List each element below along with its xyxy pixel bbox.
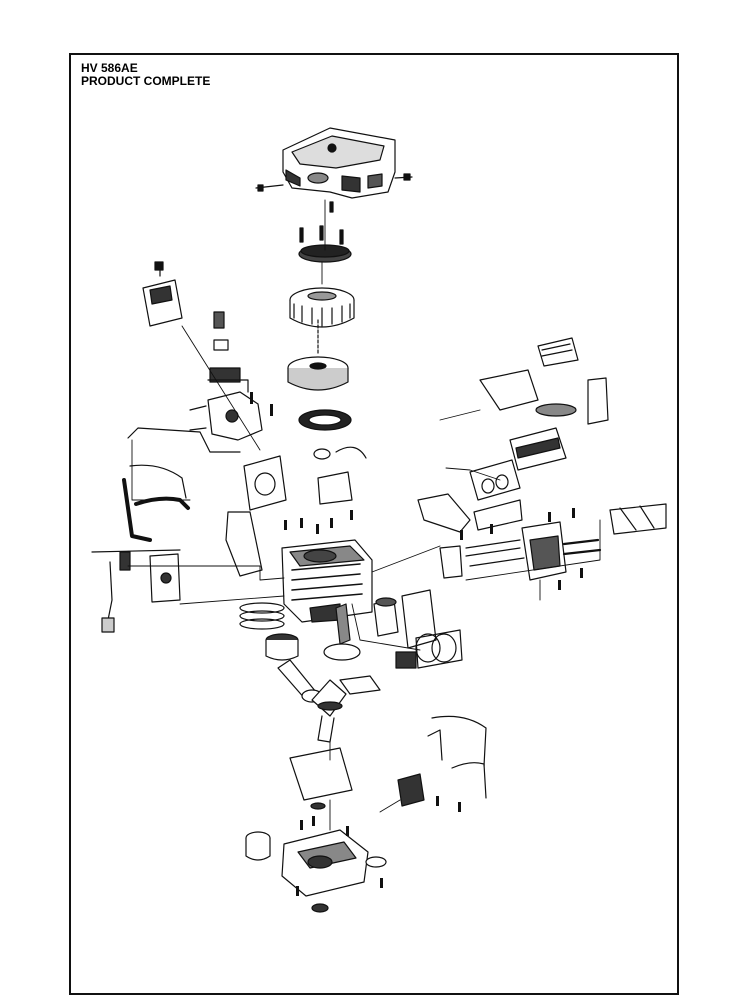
flywheel: [288, 320, 348, 390]
piston: [266, 634, 298, 660]
intake-gasket: [244, 456, 286, 510]
fuel-pump-bracket: [150, 554, 180, 602]
wiring-harness: [398, 716, 486, 806]
stator-coil: [299, 410, 351, 459]
carburetor: [190, 312, 262, 440]
drain-plug: [366, 857, 386, 867]
muffler-bracket: [480, 370, 608, 424]
cylinder-head: [510, 428, 566, 470]
leader-lines: [128, 200, 600, 830]
head-gaskets: [416, 630, 462, 668]
piston-rings: [240, 603, 284, 629]
page-subtitle: PRODUCT COMPLETE: [81, 74, 211, 88]
push-rods: [466, 540, 600, 566]
muffler-guard: [610, 504, 666, 534]
governor-link: [318, 447, 366, 504]
cylinder-block: [282, 540, 372, 622]
rocker-arm: [340, 652, 416, 694]
blower-housing: [256, 128, 412, 198]
grass-screen: [299, 245, 351, 262]
starter-motor: [374, 598, 398, 636]
sump: [282, 830, 368, 896]
fuel-filter: [92, 550, 180, 632]
air-intake-elbow: [143, 262, 182, 326]
oil-filter: [246, 832, 270, 860]
crankshaft: [312, 680, 346, 742]
air-filter-box: [538, 338, 578, 366]
camshaft: [324, 604, 360, 660]
housing-bolts: [300, 202, 343, 244]
title-block: HV 586AE PRODUCT COMPLETE: [81, 62, 210, 88]
choke-cable-bracket: [124, 428, 240, 540]
valve-gaskets: [470, 460, 520, 500]
fasteners: [250, 392, 583, 896]
diagram-frame: [69, 53, 679, 995]
cooling-fan: [290, 288, 354, 327]
model-title: HV 586AE: [81, 61, 138, 75]
oil-seal: [311, 803, 328, 912]
block-baffle-left: [226, 512, 262, 576]
valve-cover: [440, 522, 566, 580]
crankcase-gasket: [290, 748, 352, 800]
exhaust-manifold: [418, 494, 522, 532]
